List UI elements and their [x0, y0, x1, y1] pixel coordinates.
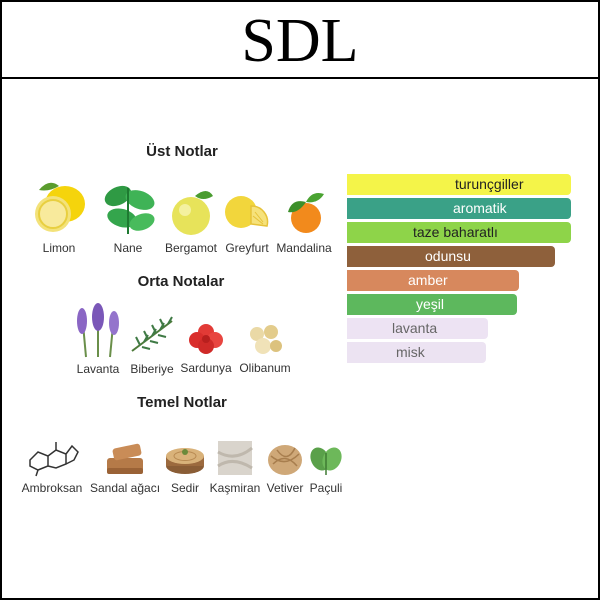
note-label: Paçuli: [309, 481, 343, 495]
ambroxan-molecule-icon: [29, 442, 79, 477]
top-notes-title: Üst Notlar: [146, 143, 218, 160]
note-olibanum: Olibanum: [229, 320, 301, 375]
note-label: Greyfurt: [225, 241, 269, 255]
accord-bar-3: taze baharatlı: [347, 222, 571, 243]
note-label: Ambroksan: [21, 481, 83, 495]
accord-bar-2: aromatik: [347, 198, 571, 219]
accord-bar-5: amber: [347, 270, 519, 291]
lavender-icon: [77, 303, 119, 358]
middle-notes-title: Orta Notalar: [137, 273, 225, 290]
cedar-icon: [166, 448, 204, 474]
bergamot-icon: [172, 191, 213, 235]
note-label: Kaşmiran: [209, 481, 261, 495]
note-ambroksan: Ambroksan: [16, 438, 88, 495]
accord-bar-1: turunçgiller: [347, 174, 571, 195]
note-label: Sardunya: [180, 361, 232, 375]
vetiver-icon: [268, 445, 302, 475]
note-label: Sandal ağacı: [89, 481, 161, 495]
lemon-icon: [35, 182, 85, 232]
note-sardunya: Sardunya: [170, 318, 242, 375]
accord-label: taze baharatlı: [413, 224, 498, 240]
note-greyfurt: Greyfurt: [211, 186, 283, 255]
accord-bar-8: misk: [347, 342, 486, 363]
accord-label: lavanta: [392, 320, 438, 336]
note-label: Sedir: [170, 481, 199, 495]
note-paculi: Paçuli: [290, 441, 362, 495]
accord-label: misk: [396, 344, 425, 360]
note-limon: Limon: [23, 178, 95, 255]
note-label: Bergamot: [164, 241, 218, 255]
mint-icon: [104, 185, 155, 234]
note-kasmiran: Kaşmiran: [199, 438, 271, 495]
note-label: Lavanta: [76, 362, 120, 376]
geranium-icon: [189, 324, 223, 354]
mandarin-icon: [288, 193, 324, 233]
note-label: Biberiye: [130, 362, 174, 376]
note-sandal-agaci: Sandal ağacı: [89, 438, 161, 495]
sandalwood-icon: [107, 443, 143, 474]
note-bergamot: Bergamot: [155, 186, 227, 255]
accord-label: odunsu: [425, 248, 471, 264]
base-notes-title: Temel Notlar: [137, 394, 227, 411]
accord-bar-4: odunsu: [347, 246, 555, 267]
note-label: Olibanum: [239, 361, 291, 375]
note-label: Vetiver: [266, 481, 304, 495]
note-lavanta: Lavanta: [62, 303, 134, 376]
title-bar: SDL: [2, 2, 598, 79]
accord-bar-7: lavanta: [347, 318, 488, 339]
cashmeran-icon: [217, 441, 253, 475]
olibanum-icon: [250, 325, 282, 354]
accord-label: yeşil: [416, 296, 445, 312]
grapefruit-icon: [225, 196, 269, 228]
note-label: Nane: [113, 241, 143, 255]
accord-label: aromatik: [453, 200, 507, 216]
patchouli-icon: [310, 447, 342, 475]
note-label: Limon: [42, 241, 76, 255]
accord-label: amber: [408, 272, 448, 288]
note-nane: Nane: [92, 178, 164, 255]
note-sedir: Sedir: [149, 438, 221, 495]
accord-label: turunçgiller: [455, 176, 524, 192]
accord-bar-6: yeşil: [347, 294, 517, 315]
note-vetiver: Vetiver: [249, 438, 321, 495]
brand-title: SDL: [241, 7, 359, 75]
rosemary-icon: [131, 316, 173, 352]
note-label: Mandalina: [276, 241, 332, 255]
note-mandalina: Mandalina: [268, 186, 340, 255]
note-biberiye: Biberiye: [116, 311, 188, 376]
